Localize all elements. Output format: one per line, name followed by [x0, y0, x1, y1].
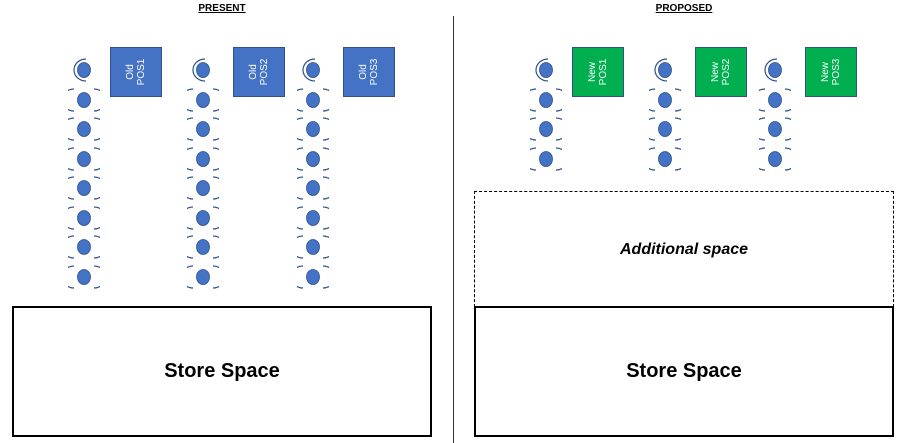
person-top-view-icon	[302, 58, 320, 82]
person-top-view-icon	[68, 264, 100, 289]
person-top-view-icon	[297, 146, 329, 171]
section-divider	[453, 16, 454, 443]
person-top-view-icon	[759, 87, 791, 112]
pos-terminal-new-3: New POS3	[805, 47, 857, 97]
pos-label: New POS3	[820, 58, 842, 86]
person-top-view-icon	[192, 58, 210, 82]
person-top-view-icon	[297, 87, 329, 112]
person-top-view-icon	[759, 146, 791, 171]
proposed-store-space: Store Space	[474, 306, 894, 437]
person-top-view-icon	[297, 117, 329, 141]
proposed-heading: PROPOSED	[655, 3, 713, 14]
pos-label: New POS2	[710, 58, 732, 86]
person-top-view-icon	[187, 87, 219, 112]
additional-space-label: Additional space	[619, 240, 749, 258]
present-heading: PRESENT	[198, 3, 246, 14]
person-top-view-icon	[649, 146, 681, 171]
person-top-view-icon	[187, 117, 219, 141]
person-top-view-icon	[68, 117, 100, 141]
person-top-view-icon	[187, 176, 219, 200]
person-top-view-icon	[68, 87, 100, 112]
pos-terminal-new-1: New POS1	[572, 47, 624, 97]
pos-terminal-old-2: Old POS2	[233, 47, 285, 97]
person-top-view-icon	[68, 205, 100, 230]
person-top-view-icon	[530, 87, 562, 112]
store-space-label: Store Space	[626, 360, 742, 382]
pos-terminal-new-2: New POS2	[695, 47, 747, 97]
person-top-view-icon	[530, 146, 562, 171]
pos-label: Old POS1	[125, 58, 147, 86]
person-top-view-icon	[535, 58, 553, 82]
person-top-view-icon	[187, 205, 219, 230]
pos-terminal-old-1: Old POS1	[110, 47, 162, 97]
person-top-view-icon	[297, 205, 329, 230]
person-top-view-icon	[73, 58, 91, 82]
person-top-view-icon	[649, 117, 681, 141]
store-space-label: Store Space	[164, 360, 280, 382]
person-top-view-icon	[297, 235, 329, 259]
person-top-view-icon	[297, 176, 329, 200]
person-top-view-icon	[68, 146, 100, 171]
pos-terminal-old-3: Old POS3	[343, 47, 395, 97]
person-top-view-icon	[654, 58, 672, 82]
pos-label: New POS1	[587, 58, 609, 86]
additional-space: Additional space	[474, 191, 894, 307]
person-top-view-icon	[187, 146, 219, 171]
person-top-view-icon	[187, 264, 219, 289]
person-top-view-icon	[764, 58, 782, 82]
person-top-view-icon	[759, 117, 791, 141]
pos-label: Old POS3	[358, 58, 380, 86]
person-top-view-icon	[187, 235, 219, 259]
present-store-space: Store Space	[12, 306, 432, 437]
person-top-view-icon	[649, 87, 681, 112]
person-top-view-icon	[530, 117, 562, 141]
person-top-view-icon	[297, 264, 329, 289]
person-top-view-icon	[68, 235, 100, 259]
person-top-view-icon	[68, 176, 100, 200]
pos-label: Old POS2	[248, 58, 270, 86]
